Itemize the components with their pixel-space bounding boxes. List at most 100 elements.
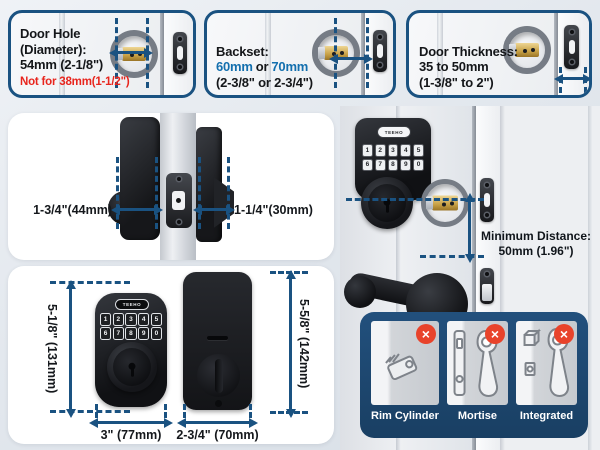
- reset-button: [215, 400, 222, 407]
- front-view-panel: TEEHO 1 2 3 4 5 6 7 8 9 0: [8, 266, 334, 444]
- exterior-width-label: 3" (77mm): [100, 428, 162, 442]
- jamb-shadow: [500, 106, 505, 450]
- spec-line: Door Thickness:: [419, 43, 518, 59]
- spec-line: 54mm (2-1/8"): [20, 57, 104, 72]
- screw: [569, 60, 574, 64]
- min-distance-label: Minimum Distance: 50mm (1.96"): [480, 229, 592, 259]
- screw: [569, 30, 574, 34]
- spec-line: (Diameter):: [20, 41, 87, 57]
- thickness-arrow: [562, 77, 584, 80]
- jamb-line: [588, 106, 592, 450]
- screw: [378, 35, 382, 39]
- key-1: 1: [362, 144, 373, 157]
- interior-width-label: 2-3/4" (70mm): [176, 428, 259, 442]
- key-9: 9: [138, 327, 150, 340]
- exterior-height-arrow: [69, 288, 72, 410]
- deadbolt-cylinder-front: [107, 342, 157, 392]
- door-moulding: [59, 13, 65, 95]
- key-7: 7: [112, 327, 124, 340]
- key-6: 6: [100, 327, 112, 340]
- keypad: 1 2 3 4 5 6 7 8 9 0: [100, 313, 162, 340]
- dimension-line: [249, 404, 252, 426]
- key-3: 3: [125, 313, 137, 326]
- latch-bolt-tip: [482, 284, 492, 301]
- faceplate-slot: [568, 40, 575, 54]
- dimension-line: [346, 198, 484, 201]
- key-5: 5: [150, 313, 162, 326]
- prohibited-icon: ×: [415, 324, 436, 344]
- spec-line: Door Hole: [20, 26, 81, 41]
- screw: [485, 183, 489, 187]
- spec-panel-door-hole: Door Hole (Diameter): 54mm (2-1/8") Not …: [8, 10, 196, 98]
- door-moulding: [265, 13, 271, 95]
- key-8: 8: [387, 158, 399, 171]
- dimension-line: [183, 404, 186, 426]
- brand-logo: TEEHO: [115, 299, 149, 310]
- door-moulding: [437, 13, 443, 95]
- incompatible-cards: × Rim Cylinder ×: [371, 321, 578, 422]
- dimension-line: [116, 157, 119, 229]
- interior-depth-arrow: [201, 208, 227, 211]
- dimension-line: [227, 157, 230, 229]
- deadbolt-cylinder: [361, 177, 413, 229]
- integrated-card: ×: [515, 321, 578, 405]
- screw: [177, 220, 181, 224]
- key-3: 3: [387, 144, 399, 157]
- key-0: 0: [150, 327, 162, 340]
- prohibited-icon: ×: [554, 324, 575, 344]
- spec-line: (2-3/8" or 2-3/4"): [216, 74, 313, 90]
- dimension-line: [420, 255, 484, 258]
- incompatible-mortise: × Mortise: [446, 321, 508, 422]
- prohibited-icon: ×: [484, 324, 505, 344]
- smart-lock-interior-front: [183, 272, 252, 410]
- door-edge-gap: [554, 13, 558, 95]
- dimension-line: [155, 157, 158, 229]
- latch-faceplate: [564, 25, 579, 69]
- exterior-depth-label: 1-3/4"(44mm): [33, 203, 112, 217]
- latch-bolt: [509, 43, 539, 57]
- incompatible-locks-panel: × Rim Cylinder ×: [360, 312, 588, 438]
- battery-cover-slot: [207, 336, 228, 340]
- rim-cylinder-card: ×: [371, 321, 439, 405]
- keypad: 1 2 3 4 5 6 7 8 9 0: [362, 144, 424, 171]
- door-hole-spec-text: Door Hole (Diameter): 54mm (2-1/8") Not …: [20, 26, 130, 90]
- spec-line: Backset:: [216, 43, 269, 59]
- incompatible-rim-cylinder: × Rim Cylinder: [371, 321, 439, 422]
- min-distance-line2: 50mm (1.96"): [498, 244, 574, 258]
- screw: [178, 37, 182, 41]
- backset-conjunction: or: [255, 59, 269, 74]
- spec-warning: Not for 38mm(1-1/2"): [20, 75, 130, 88]
- door-thickness-spec-text: Door Thickness: 35 to 50mm (1-3/8" to 2"…: [419, 44, 518, 91]
- exterior-width-arrow: [97, 421, 165, 424]
- thumbturn-bar: [214, 358, 223, 393]
- key-5: 5: [413, 144, 424, 157]
- cylinder-face: [113, 348, 151, 386]
- brand-logo: TEEHO: [377, 126, 411, 138]
- interior-height-arrow: [289, 278, 292, 410]
- bore-hole: [503, 26, 551, 74]
- key-2: 2: [374, 144, 386, 157]
- card-label: Integrated: [519, 410, 574, 422]
- latch-strike-plate: [480, 268, 494, 304]
- door-moulding: [396, 106, 401, 450]
- exterior-height-label: 5-1/8" (131mm): [45, 303, 59, 394]
- dimension-line: [95, 404, 98, 426]
- interior-height-label: 5-5/8" (142mm): [297, 298, 311, 389]
- exterior-depth-arrow: [119, 208, 155, 211]
- screw: [378, 63, 382, 67]
- min-distance-arrow: [468, 201, 471, 255]
- key-8: 8: [125, 327, 137, 340]
- thumbturn-cone: [214, 177, 234, 228]
- exterior-unit-side: [120, 117, 160, 240]
- door-edge-gap: [472, 106, 476, 450]
- key-9: 9: [400, 158, 412, 171]
- interior-depth-label: 1-1/4"(30mm): [234, 203, 313, 217]
- faceplate-slot: [177, 46, 183, 60]
- keyway: [128, 362, 136, 370]
- key-6: 6: [362, 158, 373, 171]
- faceplate-slot: [377, 44, 383, 58]
- bore-cutaway: [421, 179, 469, 227]
